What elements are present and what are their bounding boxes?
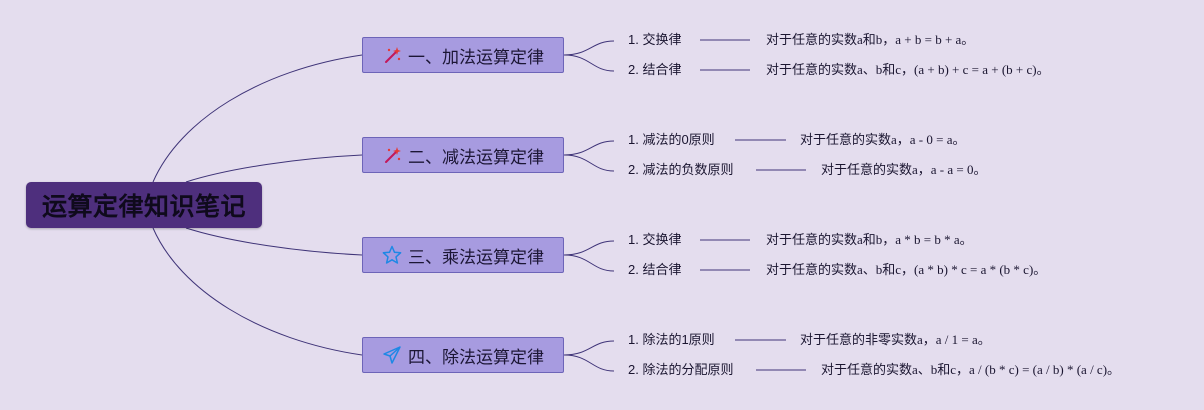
branch-label: 三、乘法运算定律 [408,247,544,267]
leaf-item-name[interactable]: 1. 交换律 [628,232,682,247]
connector-b1-item2 [563,54,615,72]
connector-b3-item2 [563,254,615,272]
branch-node-division[interactable]: 四、除法运算定律 [362,337,564,373]
leaf-item-desc[interactable]: 对于任意的实数a、b和c，a / (b * c) = (a / b) * (a … [821,362,1121,377]
connector-b4-item1 [563,340,615,356]
branch-label: 四、除法运算定律 [408,347,544,367]
leaf-item-name[interactable]: 2. 除法的分配原则 [628,362,734,377]
leaf-item-desc[interactable]: 对于任意的实数a和b，a + b = b + a。 [766,32,975,47]
leaf-item-desc[interactable]: 对于任意的实数a，a - a = 0。 [821,162,987,177]
connector-root-branch-4 [152,227,363,356]
leaf-item-name[interactable]: 1. 减法的0原则 [628,132,715,147]
leaf-item-name[interactable]: 1. 交换律 [628,32,682,47]
leaf-item-desc[interactable]: 对于任意的实数a，a - 0 = a。 [800,132,966,147]
magic-wand-icon [382,145,402,165]
connector-b4-item2 [563,354,615,372]
leaf-item-desc[interactable]: 对于任意的实数a、b和c，(a * b) * c = a * (b * c)。 [766,262,1047,277]
connector-root-branch-2 [185,154,363,183]
paper-plane-icon [382,345,402,365]
connector-root-branch-1 [152,54,363,183]
connector-b1-item1 [563,40,615,56]
magic-wand-icon [382,45,402,65]
connector-b2-item1 [563,140,615,156]
leaf-item-name[interactable]: 2. 减法的负数原则 [628,162,734,177]
branch-node-addition[interactable]: 一、加法运算定律 [362,37,564,73]
leaf-item-name[interactable]: 2. 结合律 [628,262,682,277]
leaf-item-name[interactable]: 2. 结合律 [628,62,682,77]
connector-b2-item2 [563,154,615,172]
branch-node-subtraction[interactable]: 二、减法运算定律 [362,137,564,173]
branch-label: 二、减法运算定律 [408,147,544,167]
leaf-item-name[interactable]: 1. 除法的1原则 [628,332,715,347]
branch-node-multiplication[interactable]: 三、乘法运算定律 [362,237,564,273]
root-title: 运算定律知识笔记 [41,193,246,221]
branch-label: 一、加法运算定律 [408,47,544,67]
connector-root-branch-3 [185,227,363,256]
leaf-item-desc[interactable]: 对于任意的非零实数a，a / 1 = a。 [800,332,991,347]
leaf-item-desc[interactable]: 对于任意的实数a和b，a * b = b * a。 [766,232,973,247]
connector-b3-item1 [563,240,615,256]
leaf-item-desc[interactable]: 对于任意的实数a、b和c，(a + b) + c = a + (b + c)。 [766,62,1050,77]
root-node[interactable]: 运算定律知识笔记 [26,182,262,228]
star-icon [382,245,402,265]
